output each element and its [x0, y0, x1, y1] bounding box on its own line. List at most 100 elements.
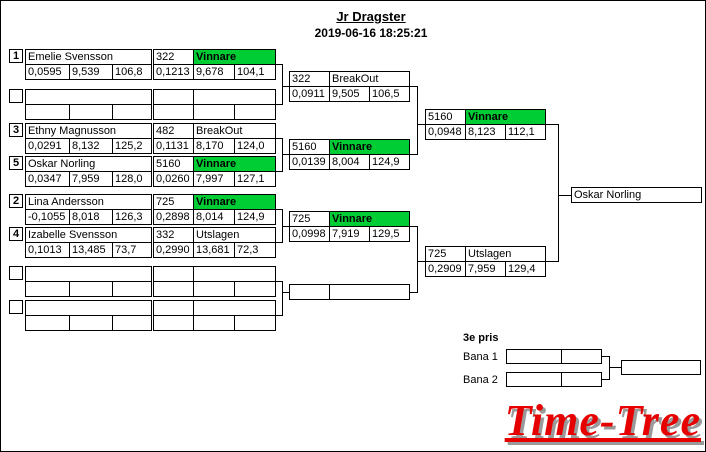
round2-match-2: 5160 Vinnare 0,0139 8,004 124,9 [289, 139, 411, 171]
competitor-speed [112, 104, 152, 120]
connector-line [282, 226, 290, 227]
seed-number: 3 [9, 123, 23, 137]
bana1-cell-1 [506, 349, 562, 364]
run-status: Utslagen [465, 246, 546, 262]
competitor-reaction-time: 0,0347 [25, 171, 70, 187]
champion-name: Oskar Norling [571, 187, 702, 203]
connector-line [275, 171, 283, 172]
connector-line [275, 281, 283, 282]
competitor-speed: 126,3 [112, 209, 152, 225]
competitor-name: Oskar Norling [25, 156, 152, 172]
run-status [193, 89, 276, 105]
run-elapsed-time: 9,678 [193, 64, 235, 80]
bana2-cell-2 [561, 372, 602, 387]
connector-line [601, 356, 610, 357]
run-elapsed-time: 7,919 [329, 226, 370, 242]
connector-line [409, 86, 418, 87]
connector-line [545, 261, 559, 262]
competitor-speed [112, 281, 152, 297]
round2-match-1: 322 BreakOut 0,0911 9,505 106,5 [289, 71, 411, 103]
run-speed: 129,4 [505, 261, 546, 277]
bana1-cell-2 [561, 349, 602, 364]
run-reaction-time: 0,0911 [289, 86, 330, 102]
run-speed [234, 104, 276, 120]
run-elapsed-time: 8,123 [465, 124, 506, 140]
run-speed: 106,5 [369, 86, 410, 102]
connector-line [282, 86, 290, 87]
competitor-reaction-time: 0,1013 [25, 242, 70, 258]
run-elapsed-time: 7,997 [193, 171, 235, 187]
run-elapsed-time: 9,505 [329, 86, 370, 102]
run-lane-number [153, 300, 194, 316]
round1-slot-8 [1, 300, 277, 332]
bana2-label: Bana 2 [463, 374, 498, 386]
connector-line [609, 367, 622, 368]
round1-slot-7 [1, 266, 277, 298]
connector-line [609, 356, 610, 380]
run-reaction-time: 0,2898 [153, 209, 194, 225]
run-reaction-time: 0,0948 [425, 124, 466, 140]
third-prize-title: 3e pris [463, 332, 499, 344]
run-lane-number [153, 89, 194, 105]
connector-line [601, 379, 610, 380]
run-status: Vinnare [465, 109, 546, 125]
connector-line [275, 64, 283, 65]
connector-line [558, 195, 572, 196]
run-speed: 124,0 [234, 138, 276, 154]
run-reaction-time: 0,0139 [289, 154, 330, 170]
run-lane-number: 725 [153, 194, 194, 210]
connector-line [417, 124, 426, 125]
connector-line [409, 154, 418, 155]
time-tree-logo: Time-Tree [504, 396, 701, 445]
round1-slot-2 [1, 89, 277, 121]
run-status: Utslagen [193, 227, 276, 243]
round1-slot-1: 1 Emelie Svensson 0,0595 9,539 106,8 322… [1, 49, 277, 81]
seed-number: 5 [9, 156, 23, 170]
run-speed [234, 281, 276, 297]
connector-line [282, 138, 283, 172]
connector-line [417, 226, 418, 293]
connector-line [282, 154, 290, 155]
competitor-name: Lina Andersson [25, 194, 152, 210]
competitor-name [25, 89, 152, 105]
run-elapsed-time: 7,959 [465, 261, 506, 277]
run-lane-number: 5160 [289, 139, 330, 155]
competitor-name [25, 266, 152, 282]
competitor-elapsed-time [69, 281, 113, 297]
connector-line [275, 209, 283, 210]
run-status: Vinnare [329, 139, 410, 155]
run-status [193, 266, 276, 282]
round1-slot-5: 2 Lina Andersson -0,1055 8,018 126,3 725… [1, 194, 277, 226]
run-lane-number: 5160 [425, 109, 466, 125]
run-lane-number [289, 284, 330, 300]
competitor-elapsed-time: 8,018 [69, 209, 113, 225]
run-reaction-time: 0,1213 [153, 64, 194, 80]
run-speed: 104,1 [234, 64, 276, 80]
competitor-speed: 128,0 [112, 171, 152, 187]
run-lane-number: 5160 [153, 156, 194, 172]
competitor-elapsed-time: 9,539 [69, 64, 113, 80]
bana2-cell-1 [506, 372, 562, 387]
competitor-speed: 125,2 [112, 138, 152, 154]
competitor-name: Emelie Svensson [25, 49, 152, 65]
run-speed: 129,5 [369, 226, 410, 242]
run-reaction-time: 0,1131 [153, 138, 194, 154]
run-status [329, 284, 410, 300]
round1-slot-3: 3 Ethny Magnusson 0,0291 8,132 125,2 482… [1, 123, 277, 155]
run-status [193, 300, 276, 316]
connector-line [545, 124, 559, 125]
competitor-name: Izabelle Svensson [25, 227, 152, 243]
connector-line [282, 281, 283, 316]
run-lane-number [153, 266, 194, 282]
connector-line [275, 242, 283, 243]
seed-number [9, 300, 23, 314]
connector-line [417, 261, 426, 262]
competitor-speed [112, 315, 152, 331]
run-elapsed-time [193, 281, 235, 297]
competitor-name [25, 300, 152, 316]
run-status: Vinnare [193, 194, 276, 210]
run-elapsed-time: 13,681 [193, 242, 235, 258]
run-reaction-time: 0,2990 [153, 242, 194, 258]
run-reaction-time: 0,0260 [153, 171, 194, 187]
connector-line [275, 138, 283, 139]
